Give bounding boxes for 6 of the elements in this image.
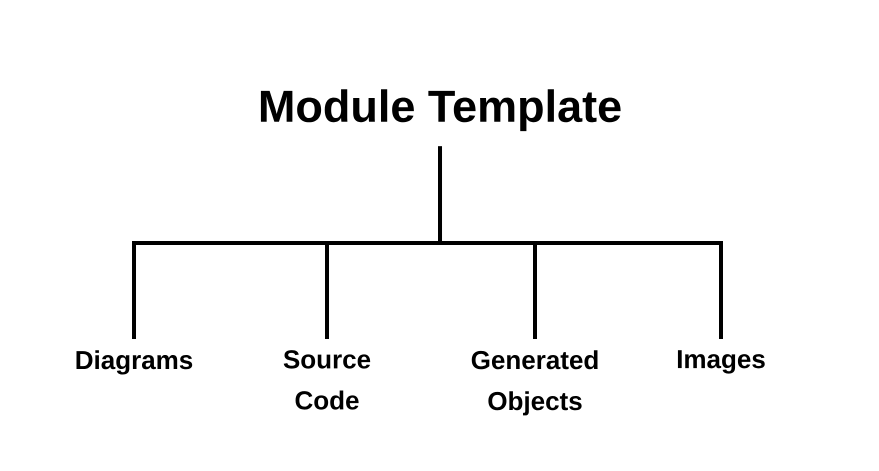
branch-label: Diagrams xyxy=(76,350,192,375)
branch-label: Generated Objects xyxy=(472,350,598,416)
heading-text: Module Template xyxy=(260,89,621,132)
branch-label: Images xyxy=(678,350,765,374)
branch-label: Source Code xyxy=(284,350,370,410)
connector-line xyxy=(438,146,723,339)
